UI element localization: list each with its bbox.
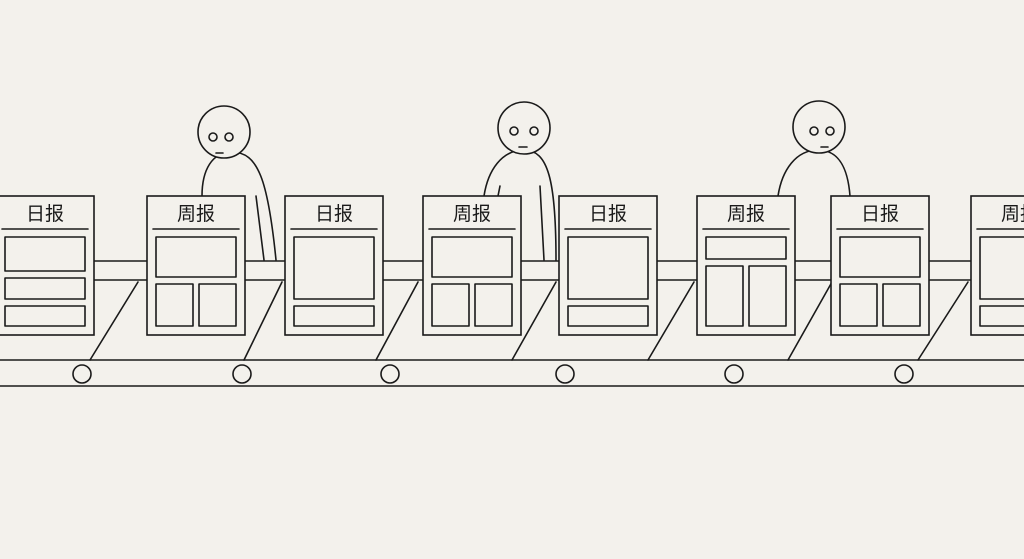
report-document: 日报: [284, 195, 384, 336]
belt-roller: [555, 364, 575, 384]
document-title: 周报: [177, 203, 215, 225]
document-title: 日报: [26, 203, 64, 225]
content-block: [705, 265, 744, 327]
belt-roller: [380, 364, 400, 384]
belt-slat: [89, 281, 139, 361]
belt-roller: [894, 364, 914, 384]
worker-3: [777, 100, 851, 197]
content-block: [474, 283, 513, 327]
document-sheet: [558, 195, 658, 336]
content-block: [979, 305, 1024, 327]
report-document: 日报: [558, 195, 658, 336]
belt-roller: [72, 364, 92, 384]
content-block: [882, 283, 921, 327]
content-block: [198, 283, 237, 327]
belt-slat: [375, 281, 419, 361]
document-sheet: [146, 195, 246, 336]
belt-slat: [787, 281, 833, 361]
content-block: [4, 277, 86, 300]
report-document: 周报: [970, 195, 1024, 336]
content-block: [705, 236, 787, 260]
belt-roller: [232, 364, 252, 384]
document-sheet: [0, 195, 95, 336]
content-block: [293, 305, 375, 327]
document-title: 日报: [861, 203, 899, 225]
content-block: [155, 236, 237, 278]
document-title: 周报: [727, 203, 765, 225]
belt-slat: [917, 281, 969, 361]
documents-row: 日报 周报 日报 周报 日报 周报 日报 周报: [0, 195, 1024, 336]
content-block: [839, 283, 878, 327]
content-block: [839, 236, 921, 278]
document-title: 周报: [453, 203, 491, 225]
content-block: [431, 236, 513, 278]
document-title: 日报: [589, 203, 627, 225]
worker-2: [483, 101, 557, 261]
document-sheet: [284, 195, 384, 336]
belt-slats: [89, 281, 969, 361]
belt-roller: [724, 364, 744, 384]
document-title: 周报: [1001, 203, 1024, 225]
report-document: 日报: [0, 195, 95, 336]
report-document: 周报: [146, 195, 246, 336]
content-block: [155, 283, 194, 327]
report-document: 日报: [830, 195, 930, 336]
report-document: 周报: [696, 195, 796, 336]
document-sheet: [422, 195, 522, 336]
content-block: [431, 283, 470, 327]
content-block: [748, 265, 787, 327]
content-block: [4, 305, 86, 327]
content-block: [4, 236, 86, 272]
belt-slat: [243, 281, 283, 361]
document-title: 日报: [315, 203, 353, 225]
belt-rollers: [72, 364, 914, 384]
content-block: [567, 305, 649, 327]
worker-1: [197, 105, 277, 261]
belt-slat: [647, 281, 695, 361]
report-document: 周报: [422, 195, 522, 336]
content-block: [293, 236, 375, 300]
content-block: [567, 236, 649, 300]
content-block: [979, 236, 1024, 300]
document-sheet: [830, 195, 930, 336]
belt-slat: [511, 281, 557, 361]
